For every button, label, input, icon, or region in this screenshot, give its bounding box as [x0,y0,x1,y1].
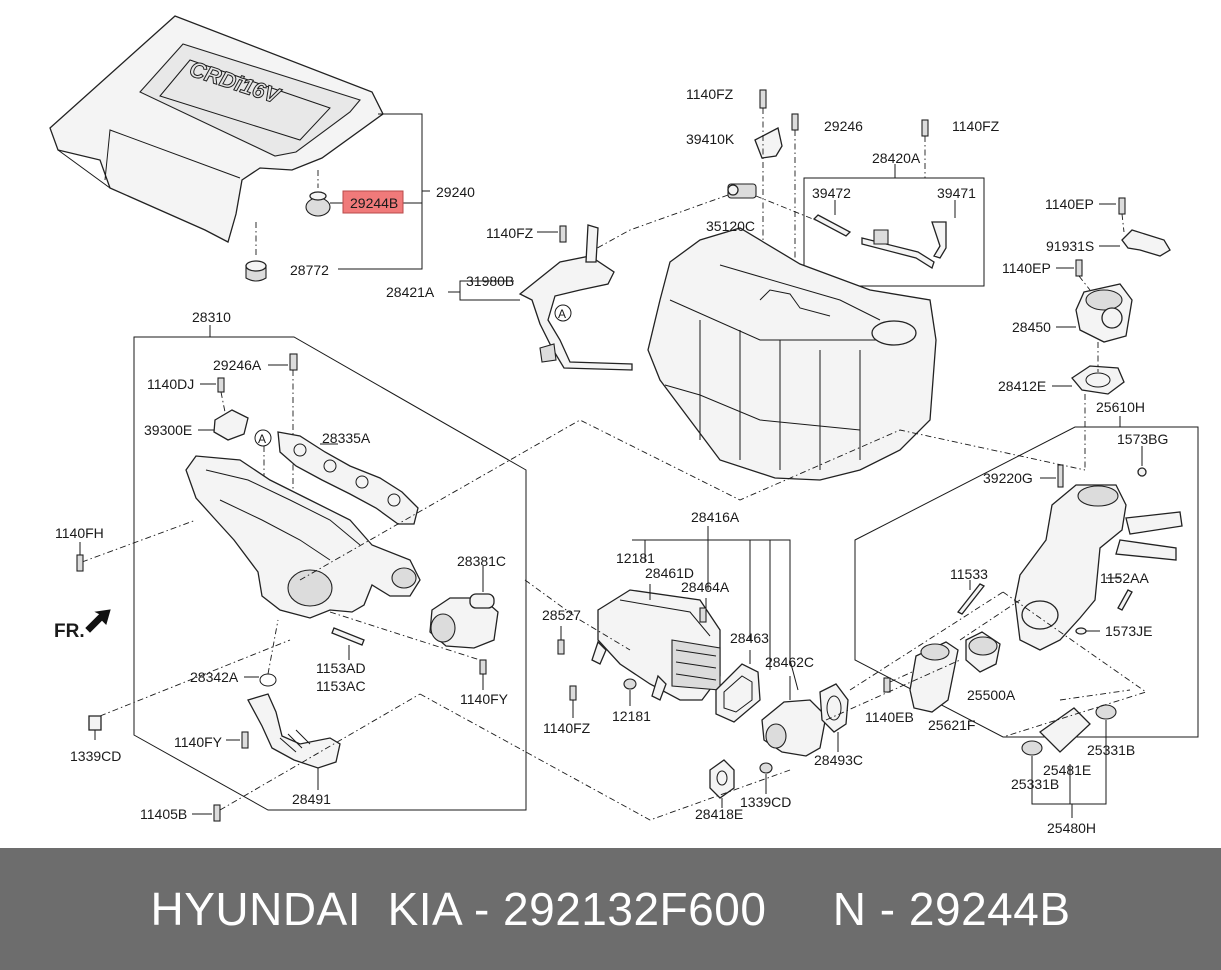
label-1573BG: 1573BG [1117,431,1168,447]
label-12181-top: 12181 [616,550,655,566]
label-1153AC: 1153AC [316,678,366,694]
label-28416A: 28416A [691,509,740,525]
callout-labels: 29240 29244B 28772 1140FZ 29246 1140FZ 3… [54,86,1168,836]
fitting-25621F [909,641,959,713]
label-25331B-right: 25331B [1087,742,1135,758]
gasket-28418E [709,759,735,799]
label-1140EP-b: 1140EP [1002,260,1051,276]
label-28421A: 28421A [386,284,435,300]
footer-banner: HYUNDAI KIA - 292132F600 N - 29244B [0,848,1221,970]
thermostat-25500A [965,631,1001,673]
label-28527: 28527 [542,607,581,623]
label-1140FZ-right: 1140FZ [952,118,1000,134]
label-25500A: 25500A [967,687,1016,703]
egr-cooler-28461D [591,589,721,701]
label-28412E: 28412E [998,378,1046,394]
label-29244B: 29244B [350,195,398,211]
label-28335A: 28335A [322,430,371,446]
label-1140EP-a: 1140EP [1045,196,1094,212]
egr-valve-28450 [1075,283,1133,343]
label-1140FY-left: 1140FY [174,734,223,750]
parts-diagram: CRDi16V A [49,15,1199,836]
throttle-body-28381C [429,593,499,649]
label-28461D: 28461D [645,565,694,581]
label-28464A: 28464A [681,579,730,595]
label-35120C: 35120C [706,218,755,234]
egr-pipe-28491 [247,693,341,769]
highlight-29244B [342,190,404,214]
label-28493C: 28493C [814,752,863,768]
fr-arrow-icon [85,609,111,633]
label-28418E: 28418E [695,806,743,822]
label-12181-bottom: 12181 [612,708,651,724]
label-1140FZ-bottom: 1140FZ [543,720,591,736]
label-28342A: 28342A [190,669,239,685]
label-1140FZ-top: 1140FZ [686,86,734,102]
label-29246A: 29246A [213,357,262,373]
label-fr: FR. [54,621,85,642]
clamp-right [1095,704,1117,720]
label-28463: 28463 [730,630,769,646]
label-25481E: 25481E [1043,762,1091,778]
egr-pipe-28421A [518,224,633,371]
bolt-11533 [956,583,986,615]
thermostat-housing-25610H [1014,484,1183,651]
label-28381C: 28381C [457,553,506,569]
intake-manifold-28310 [185,455,421,619]
label-39410K: 39410K [686,131,735,147]
clamp-left [1021,740,1043,756]
bracket-91931S [1121,229,1171,257]
oring-28342A [259,673,277,687]
label-1339CD-left: 1339CD [70,748,121,764]
label-1140DJ: 1140DJ [147,376,194,392]
footer-part-numbers: HYUNDAI KIA - 292132F600 N - 29244B [150,883,1071,935]
label-29246-top: 29246 [824,118,863,134]
label-11533: 11533 [950,566,988,582]
label-1140FZ-mid: 1140FZ [486,225,534,241]
label-28310: 28310 [192,309,231,325]
label-25331B-left: 25331B [1011,776,1059,792]
label-28491: 28491 [292,791,331,807]
label-1140FY-right: 1140FY [460,691,509,707]
gasket-28335A [277,431,419,525]
insulator-29244B [305,191,331,217]
label-1153AD: 1153AD [316,660,366,676]
gasket-28463 [715,663,761,723]
label-31980B: 31980B [466,273,514,289]
label-11405B: 11405B [140,806,187,822]
label-1339CD-bottom: 1339CD [740,794,791,810]
label-1140FH: 1140FH [55,525,104,541]
label-39472: 39472 [812,185,851,201]
grommet-28772 [245,260,267,282]
vacuum-modulator-39410K [754,89,799,159]
label-28420A: 28420A [872,150,921,166]
sensor-39300E [213,409,249,441]
stud-1153AD [331,627,365,646]
egr-valve-28462C [761,699,827,757]
sensor-35120C [727,183,757,199]
label-91931S: 91931S [1046,238,1094,254]
marker-A-left [254,429,272,447]
label-25610H: 25610H [1096,399,1145,415]
cylinder-head [647,227,937,481]
engine-cover: CRDi16V [49,15,384,243]
marker-A-left-text: A [258,432,266,446]
hose-25481E [1038,707,1091,753]
marker-A-top [554,304,572,322]
label-1152AA: 1152AA [1100,570,1149,586]
label-39220G: 39220G [983,470,1033,486]
label-1573JE: 1573JE [1105,623,1152,639]
label-25621F: 25621F [928,717,975,733]
label-39300E: 39300E [144,422,192,438]
label-1140EB: 1140EB [865,709,914,725]
marker-A-top-text: A [558,307,566,321]
label-28462C: 28462C [765,654,814,670]
label-29240: 29240 [436,184,475,200]
label-25480H: 25480H [1047,820,1096,836]
label-28772: 28772 [290,262,329,278]
gasket-28412E [1071,365,1125,395]
label-28450: 28450 [1012,319,1051,335]
label-39471: 39471 [937,185,976,201]
